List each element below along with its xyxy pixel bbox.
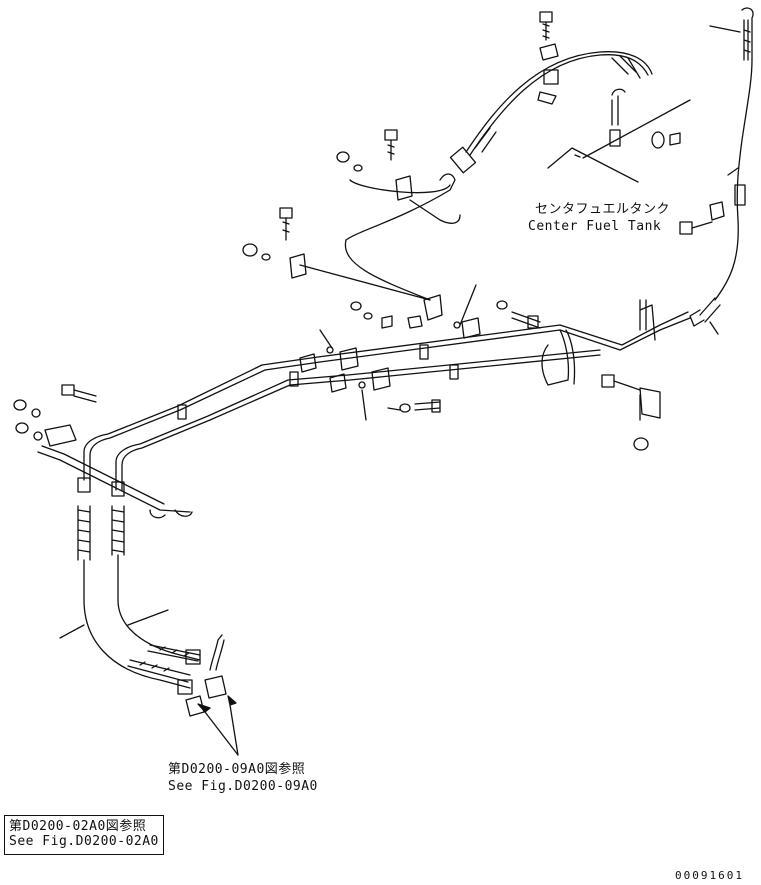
right-vertical-hose — [689, 7, 754, 327]
left-bracket-group — [13, 384, 193, 519]
flange-group — [299, 321, 461, 393]
left-drop-hoses — [59, 477, 227, 717]
box-ref-en: See Fig.D0200-02A0 — [9, 834, 159, 849]
drawing-number: 00091601 — [675, 869, 744, 882]
leader-lines — [319, 284, 719, 421]
right-clamp-group — [679, 167, 739, 235]
main-pipe-run — [83, 311, 691, 491]
arrow-ref-en: See Fig.D0200-09A0 — [168, 779, 318, 794]
reference-box: 第D0200-02A0図参照 See Fig.D0200-02A0 — [4, 815, 164, 855]
box-ref-jp: 第D0200-02A0図参照 — [9, 819, 147, 834]
top-bolt-group — [537, 11, 559, 105]
tank-label-jp: センタフュエルタンク — [535, 202, 671, 217]
mid-clamp-assemblies — [242, 129, 541, 413]
center-fuel-tank-outline — [547, 99, 691, 183]
upper-hose — [449, 51, 653, 174]
tank-label-en: Center Fuel Tank — [528, 219, 662, 234]
arrow-ref-jp: 第D0200-09A0図参照 — [168, 762, 306, 777]
right-bracket-group — [601, 299, 661, 451]
reference-arrows — [197, 695, 239, 756]
tank-fitting-group — [609, 88, 681, 149]
